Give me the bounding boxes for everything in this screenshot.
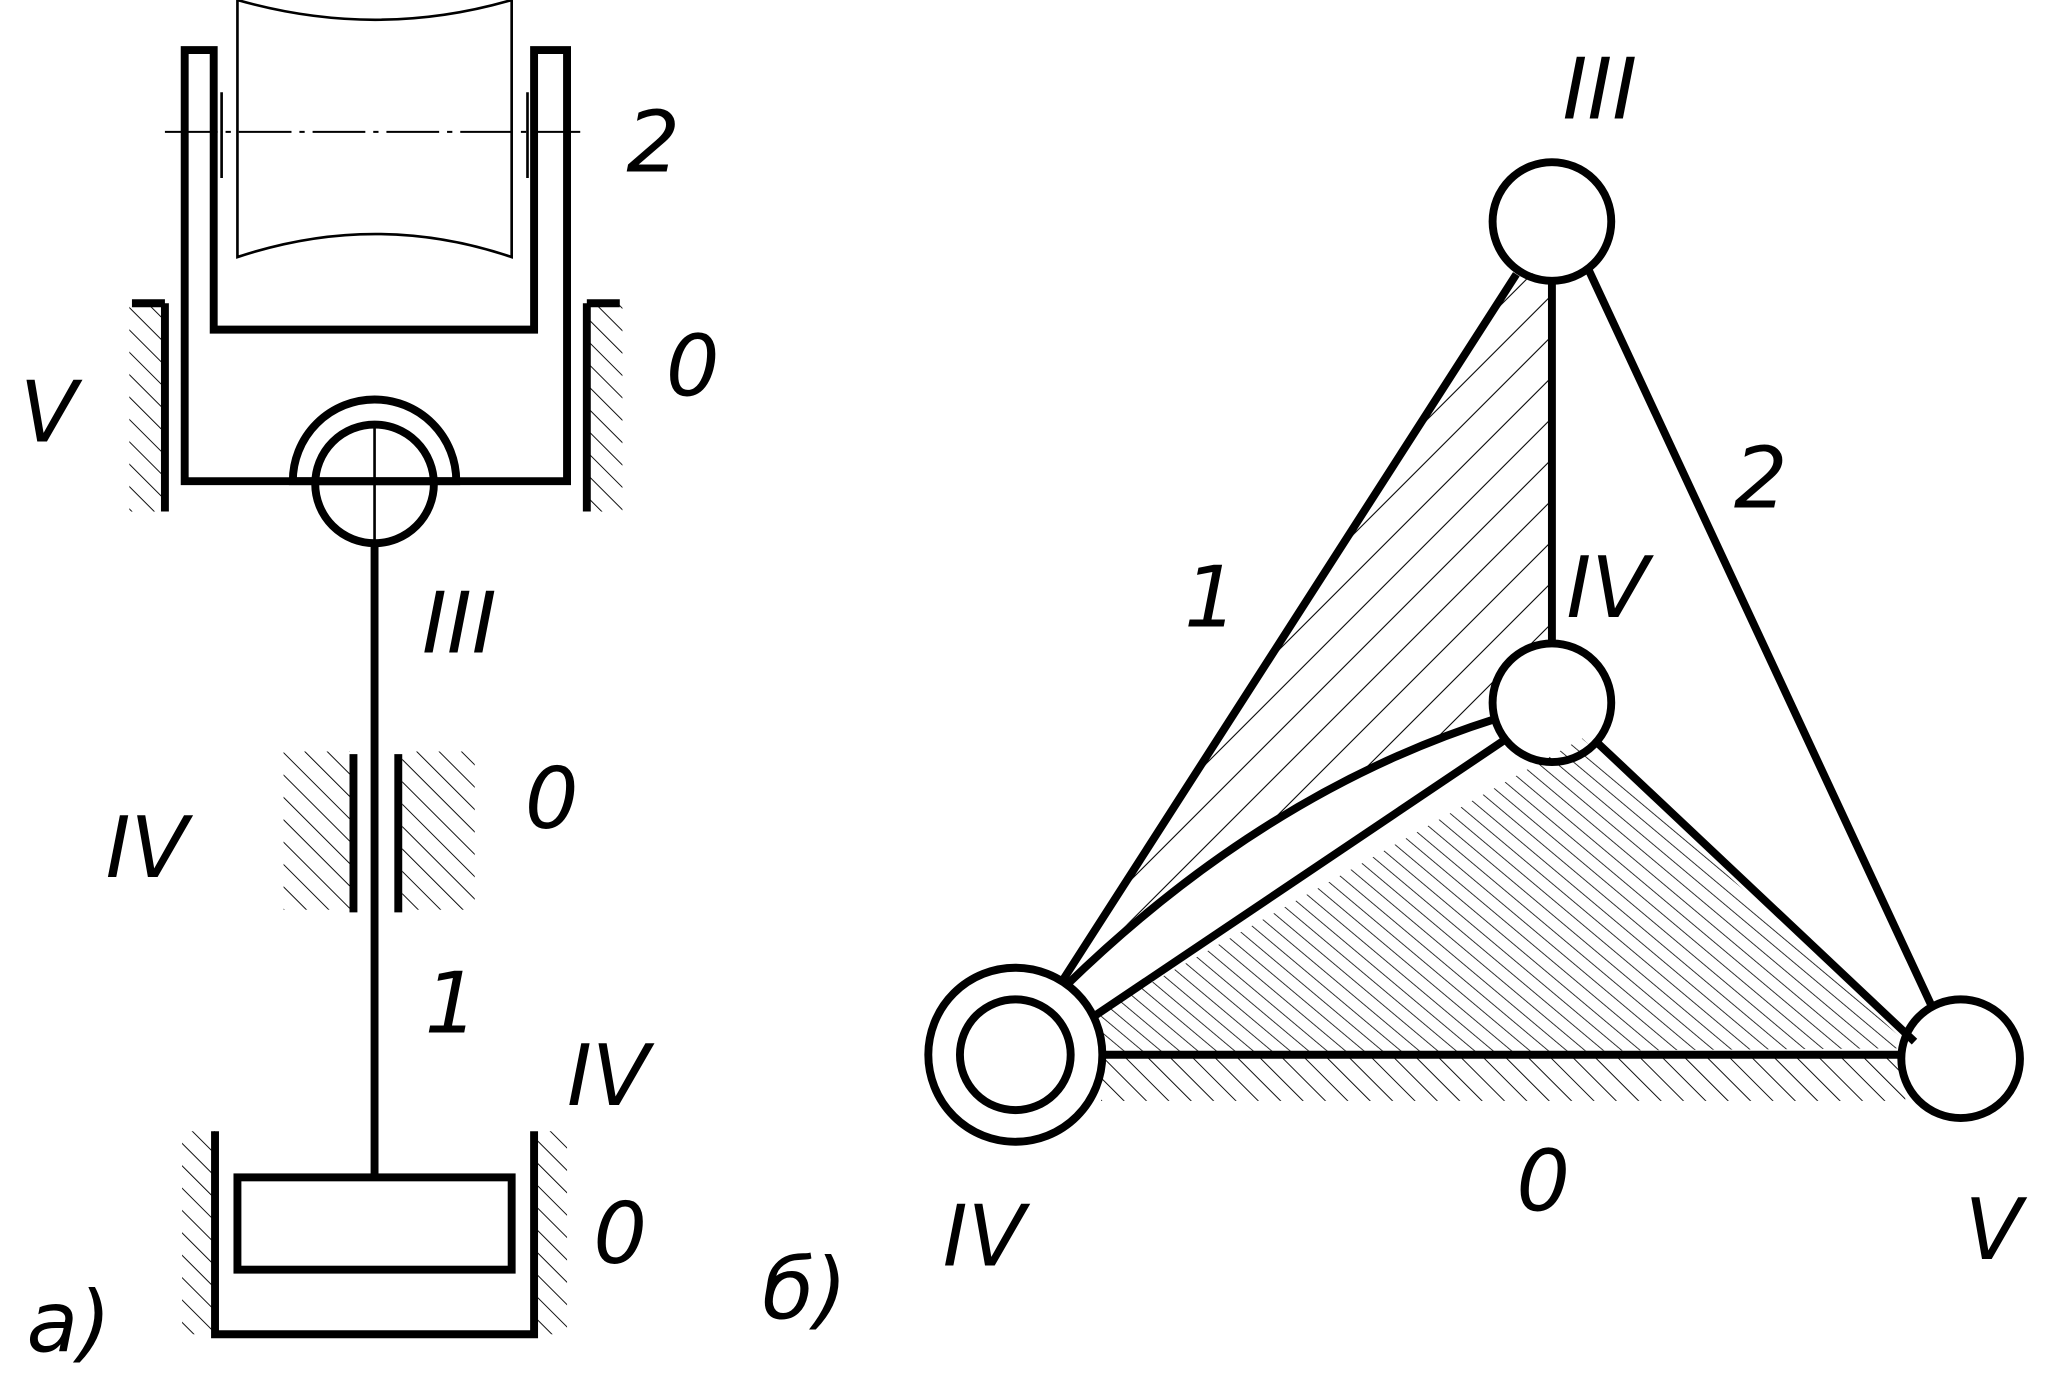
link-2-cup (180, 46, 572, 486)
caption-a: а) (26, 1273, 111, 1371)
node-V (1897, 995, 2024, 1122)
socket (288, 395, 461, 486)
region-0-strip (1101, 1054, 1906, 1101)
label-node-V: V (1965, 1181, 2028, 1279)
label-link-2: 2 (626, 93, 680, 191)
label-node-IV: IV (943, 1188, 1031, 1286)
figure-a: 2 V 0 III IV 0 1 IV 0 а) (20, 0, 720, 1371)
label-edge-2: 2 (1734, 430, 1788, 528)
node-IV-inner (955, 995, 1075, 1115)
label-edge-0: 0 (1516, 1132, 1570, 1230)
label-joint-IV-bottom: IV (567, 1027, 655, 1125)
roller (236, 0, 513, 259)
piston (233, 1173, 516, 1274)
region-0-dense (1094, 738, 1912, 1055)
node-IV-outer (924, 963, 1107, 1146)
label-edge-1: 1 (1184, 548, 1238, 646)
label-edge-IV: IV (1566, 539, 1654, 637)
figure-b: III 2 1 IV IV 0 V б) (762, 41, 2027, 1339)
label-node-III: III (1562, 41, 1637, 139)
caption-b: б) (762, 1240, 847, 1338)
label-frame-0-top: 0 (666, 318, 720, 416)
node-III (1488, 158, 1616, 285)
label-frame-0-bottom: 0 (593, 1185, 647, 1283)
node-IV-center (1488, 639, 1616, 767)
label-frame-0-mid: 0 (525, 750, 579, 848)
label-joint-IV-mid: IV (106, 799, 194, 897)
region-1 (1061, 270, 1552, 983)
label-joint-III: III (422, 575, 497, 673)
label-link-1: 1 (425, 954, 479, 1052)
label-joint-V: V (20, 364, 83, 462)
